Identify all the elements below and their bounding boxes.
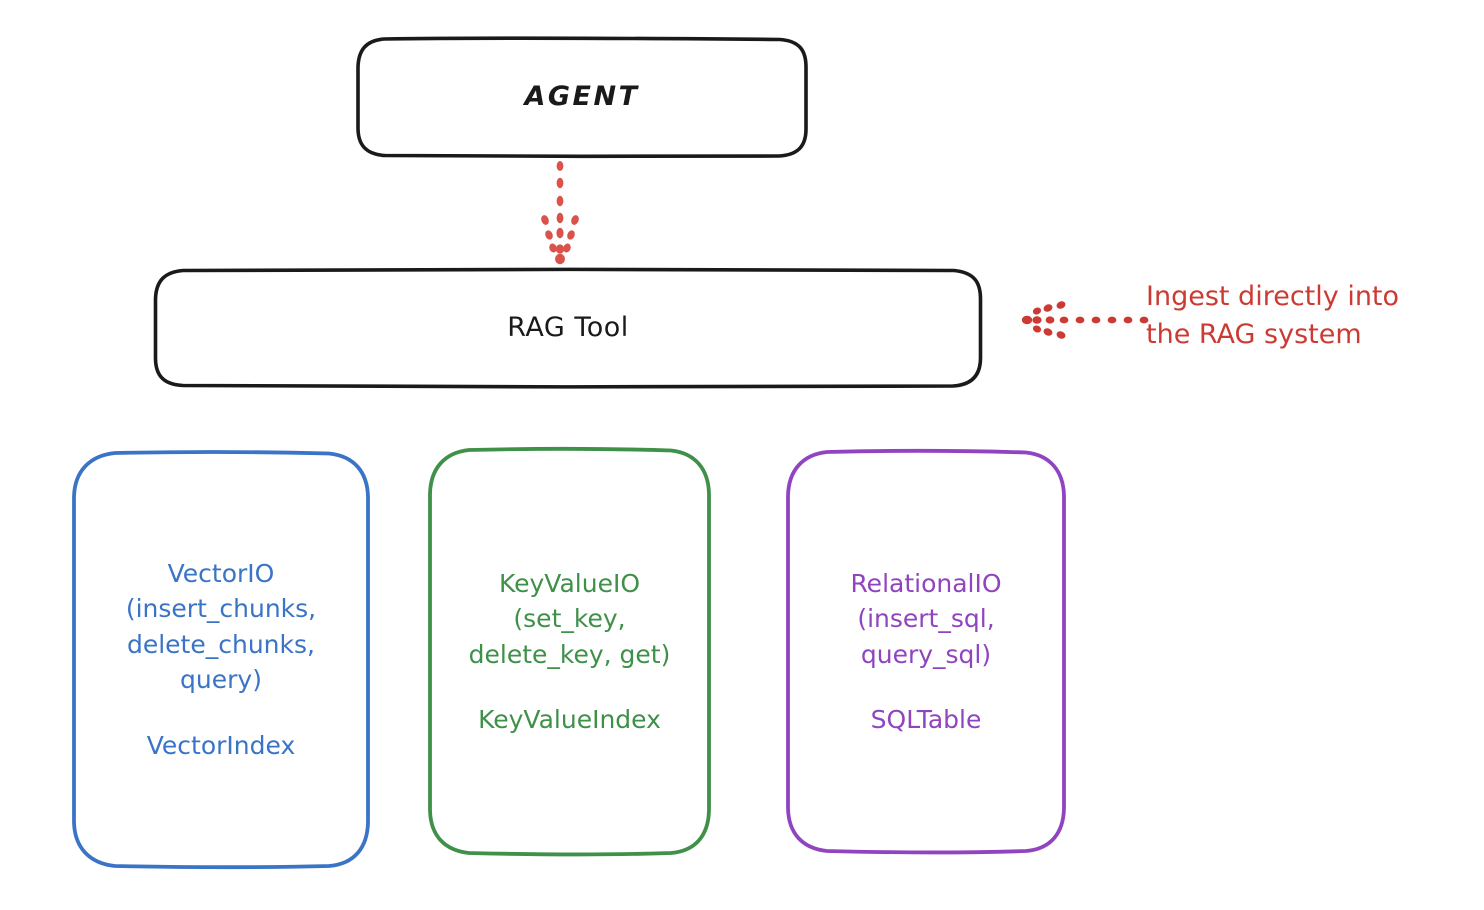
node-relational-io-sublabel: SQLTable <box>870 705 982 734</box>
dotted-arrow-down-icon <box>541 161 579 265</box>
node-key-value-io-sublabel: KeyValueIndex <box>478 705 661 734</box>
node-relational-io[interactable]: RelationalIO (insert_sql, query_sql) SQL… <box>785 449 1067 855</box>
node-agent-label: AGENT <box>524 81 640 113</box>
node-rag-tool[interactable]: RAG Tool <box>153 267 983 389</box>
annotation-ingest: Ingest directly into the RAG system <box>1146 281 1400 351</box>
node-key-value-io[interactable]: KeyValueIO (set_key, delete_key, get) Ke… <box>427 447 712 857</box>
node-rag-tool-label: RAG Tool <box>507 311 629 343</box>
dotted-arrow-left-icon <box>1021 301 1149 339</box>
node-vector-io-sublabel: VectorIndex <box>146 730 296 760</box>
node-vector-io[interactable]: VectorIO (insert_chunks, delete_chunks, … <box>71 450 371 870</box>
node-key-value-io-label: KeyValueIO (set_key, delete_key, get) <box>468 568 671 669</box>
node-relational-io-label: RelationalIO (insert_sql, query_sql) <box>850 568 1002 669</box>
node-agent[interactable]: AGENT <box>356 36 808 159</box>
node-vector-io-label: VectorIO (insert_chunks, delete_chunks, … <box>125 558 317 695</box>
